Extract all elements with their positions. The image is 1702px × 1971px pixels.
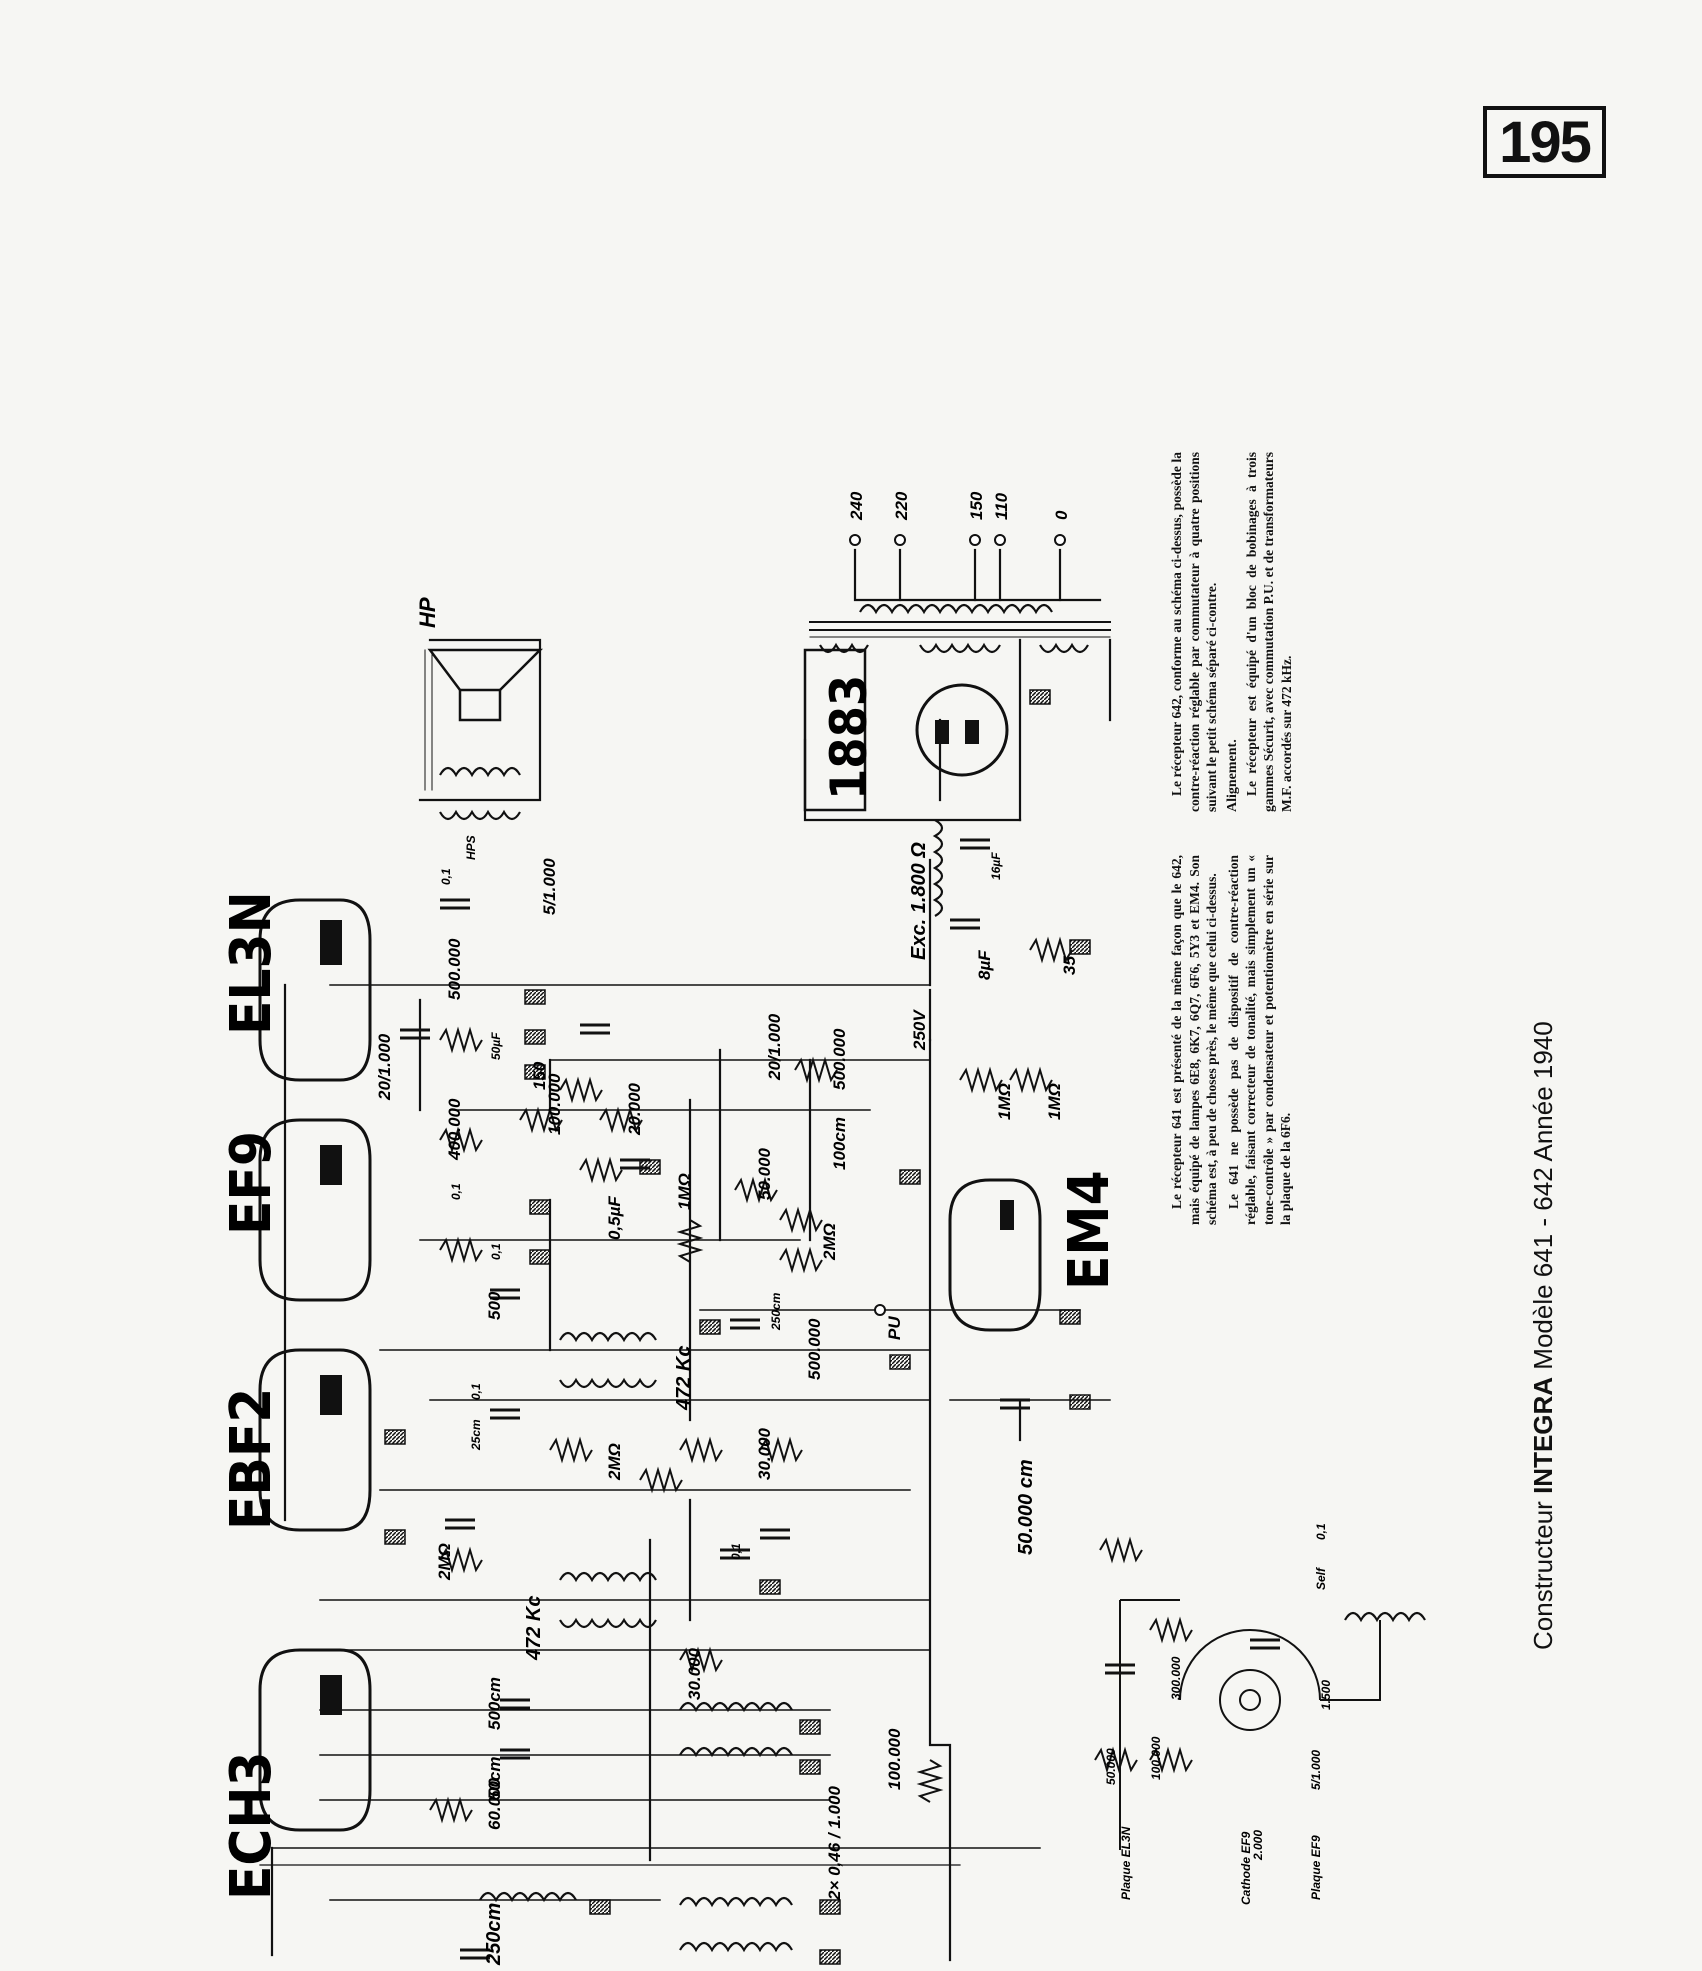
label-250v: 250V [910,1009,929,1051]
value-r400000: 400.000 [445,1098,464,1161]
value-c25: 25cm [469,1419,483,1451]
value-c50cm: 50cm [485,1757,504,1800]
caption-year: Année 1940 [1528,1021,1558,1162]
inset-c01: 0,1 [1314,1523,1328,1540]
label-if2: 472 Kc [523,1596,545,1662]
value-c01d: 0,1 [449,1183,463,1200]
page-caption: Constructeur INTEGRA Modèle 641 - 642 An… [1528,1021,1559,1650]
value-r60000: 60.000 [485,1777,504,1830]
label-tuning-cap: 2× 0,46 / 1.000 [825,1786,844,1901]
inset-r1500: 1.500 [1319,1680,1333,1710]
value-r30000b: 30.000 [755,1427,774,1480]
label-250cm: 250cm [483,1903,505,1966]
tube-label-1883: 1883 [820,675,878,800]
value-r150: 150 [530,1061,549,1090]
value-r500000: 500.000 [805,1318,824,1380]
value-c100cm: 100cm [830,1117,849,1170]
inset-r2000: 2.000 [1251,1830,1265,1861]
value-r30000a: 30.000 [685,1647,704,1700]
value-r100000: 100.000 [885,1728,904,1790]
description-col-2: Le récepteur 642, conforme au schéma ci-… [1168,452,1299,812]
value-c250cm: 250cm [769,1292,783,1331]
label-hp: HP [415,597,440,628]
label-excitation: Exc. 1.800 Ω [908,842,930,960]
value-r20000: 20.000 [625,1082,644,1136]
inset-plaque-ef9: Plaque EF9 [1309,1835,1323,1900]
label-hps: HPS [464,835,478,860]
value-c50uf: 50µF [489,1032,503,1060]
caption-model: Modèle 641 - 642 [1528,1167,1558,1370]
value-r2m-b: 2MΩ [605,1443,624,1481]
inset-plaque-el3n: Plaque EL3N [1119,1826,1133,1900]
tube-label-ech3: ECH3 [219,1751,284,1900]
tube-label-el3n: EL3N [219,891,284,1035]
value-mains-240: 240 [847,491,866,521]
page-number: 195 [1483,106,1606,178]
inset-r50000: 50.000 [1104,1748,1118,1785]
tube-label-ef9: EF9 [219,1131,284,1235]
value-c20-1000a: 20/1.000 [765,1013,784,1081]
value-c01e: 0,1 [439,868,453,885]
value-r1m: 1MΩ [675,1173,694,1210]
label-pu: PU [885,1316,904,1340]
description-para-1: Le récepteur 641 est présenté de la même… [1169,855,1219,1225]
value-r1m-b: 1MΩ [1045,1083,1064,1120]
label-16uf: 16µF [989,852,1003,880]
value-c01c: 0,1 [489,1243,503,1260]
description-para-4: Le récepteur est équipé d'un bloc de bob… [1243,452,1294,812]
value-r2m-c: 2MΩ [820,1223,839,1261]
description-heading: Alignement. [1224,739,1240,812]
value-c500cm: 500cm [485,1677,504,1730]
inset-cathode-ef9: Cathode EF9 [1239,1831,1253,1905]
value-mains-0: 0 [1052,510,1071,520]
label-8uf: 8µF [975,950,994,980]
label-if1: 472 Kc [673,1346,695,1412]
value-c20-1000b: 20/1.000 [375,1033,394,1101]
tube-label-ebf2: EBF2 [219,1388,284,1530]
inset-c1000: 5/1.000 [1309,1750,1323,1790]
value-p500000: 500.000 [830,1028,849,1090]
tube-label-em4: EM4 [1057,1170,1122,1290]
inset-self: Self [1314,1567,1328,1590]
value-mains-150: 150 [967,491,986,520]
value-c05uf: 0,5µF [605,1196,624,1240]
inset-r300000: 300.000 [1169,1656,1183,1700]
inset-r100000: 100.000 [1149,1736,1163,1780]
caption-prefix: Constructeur [1528,1501,1558,1650]
value-mains-220: 220 [892,491,911,521]
description-para-3: Le récepteur 642, conforme au schéma ci-… [1169,452,1219,812]
value-c01a: 0,1 [469,1383,483,1400]
label-50000cm: 50.000 cm [1015,1459,1037,1555]
value-r500000b: 500.000 [445,938,464,1000]
value-mains-110: 110 [992,492,1011,520]
value-r500: 500 [485,1291,504,1320]
value-r1m-a: 1MΩ [995,1083,1014,1120]
value-r50000: 50.000 [755,1147,774,1200]
value-r2m-a: 2MΩ [435,1543,454,1581]
value-r100000b: 100.000 [545,1073,564,1135]
caption-brand: INTEGRA [1528,1376,1558,1494]
description-para-2: Le 641 ne possède pas de dispositif de c… [1225,855,1294,1225]
value-c5-1000: 5/1.000 [540,858,559,915]
value-c01b: 0,1 [729,1543,743,1560]
description-col-1: Le récepteur 641 est présenté de la même… [1168,855,1299,1225]
value-r35: 35 [1060,956,1079,975]
